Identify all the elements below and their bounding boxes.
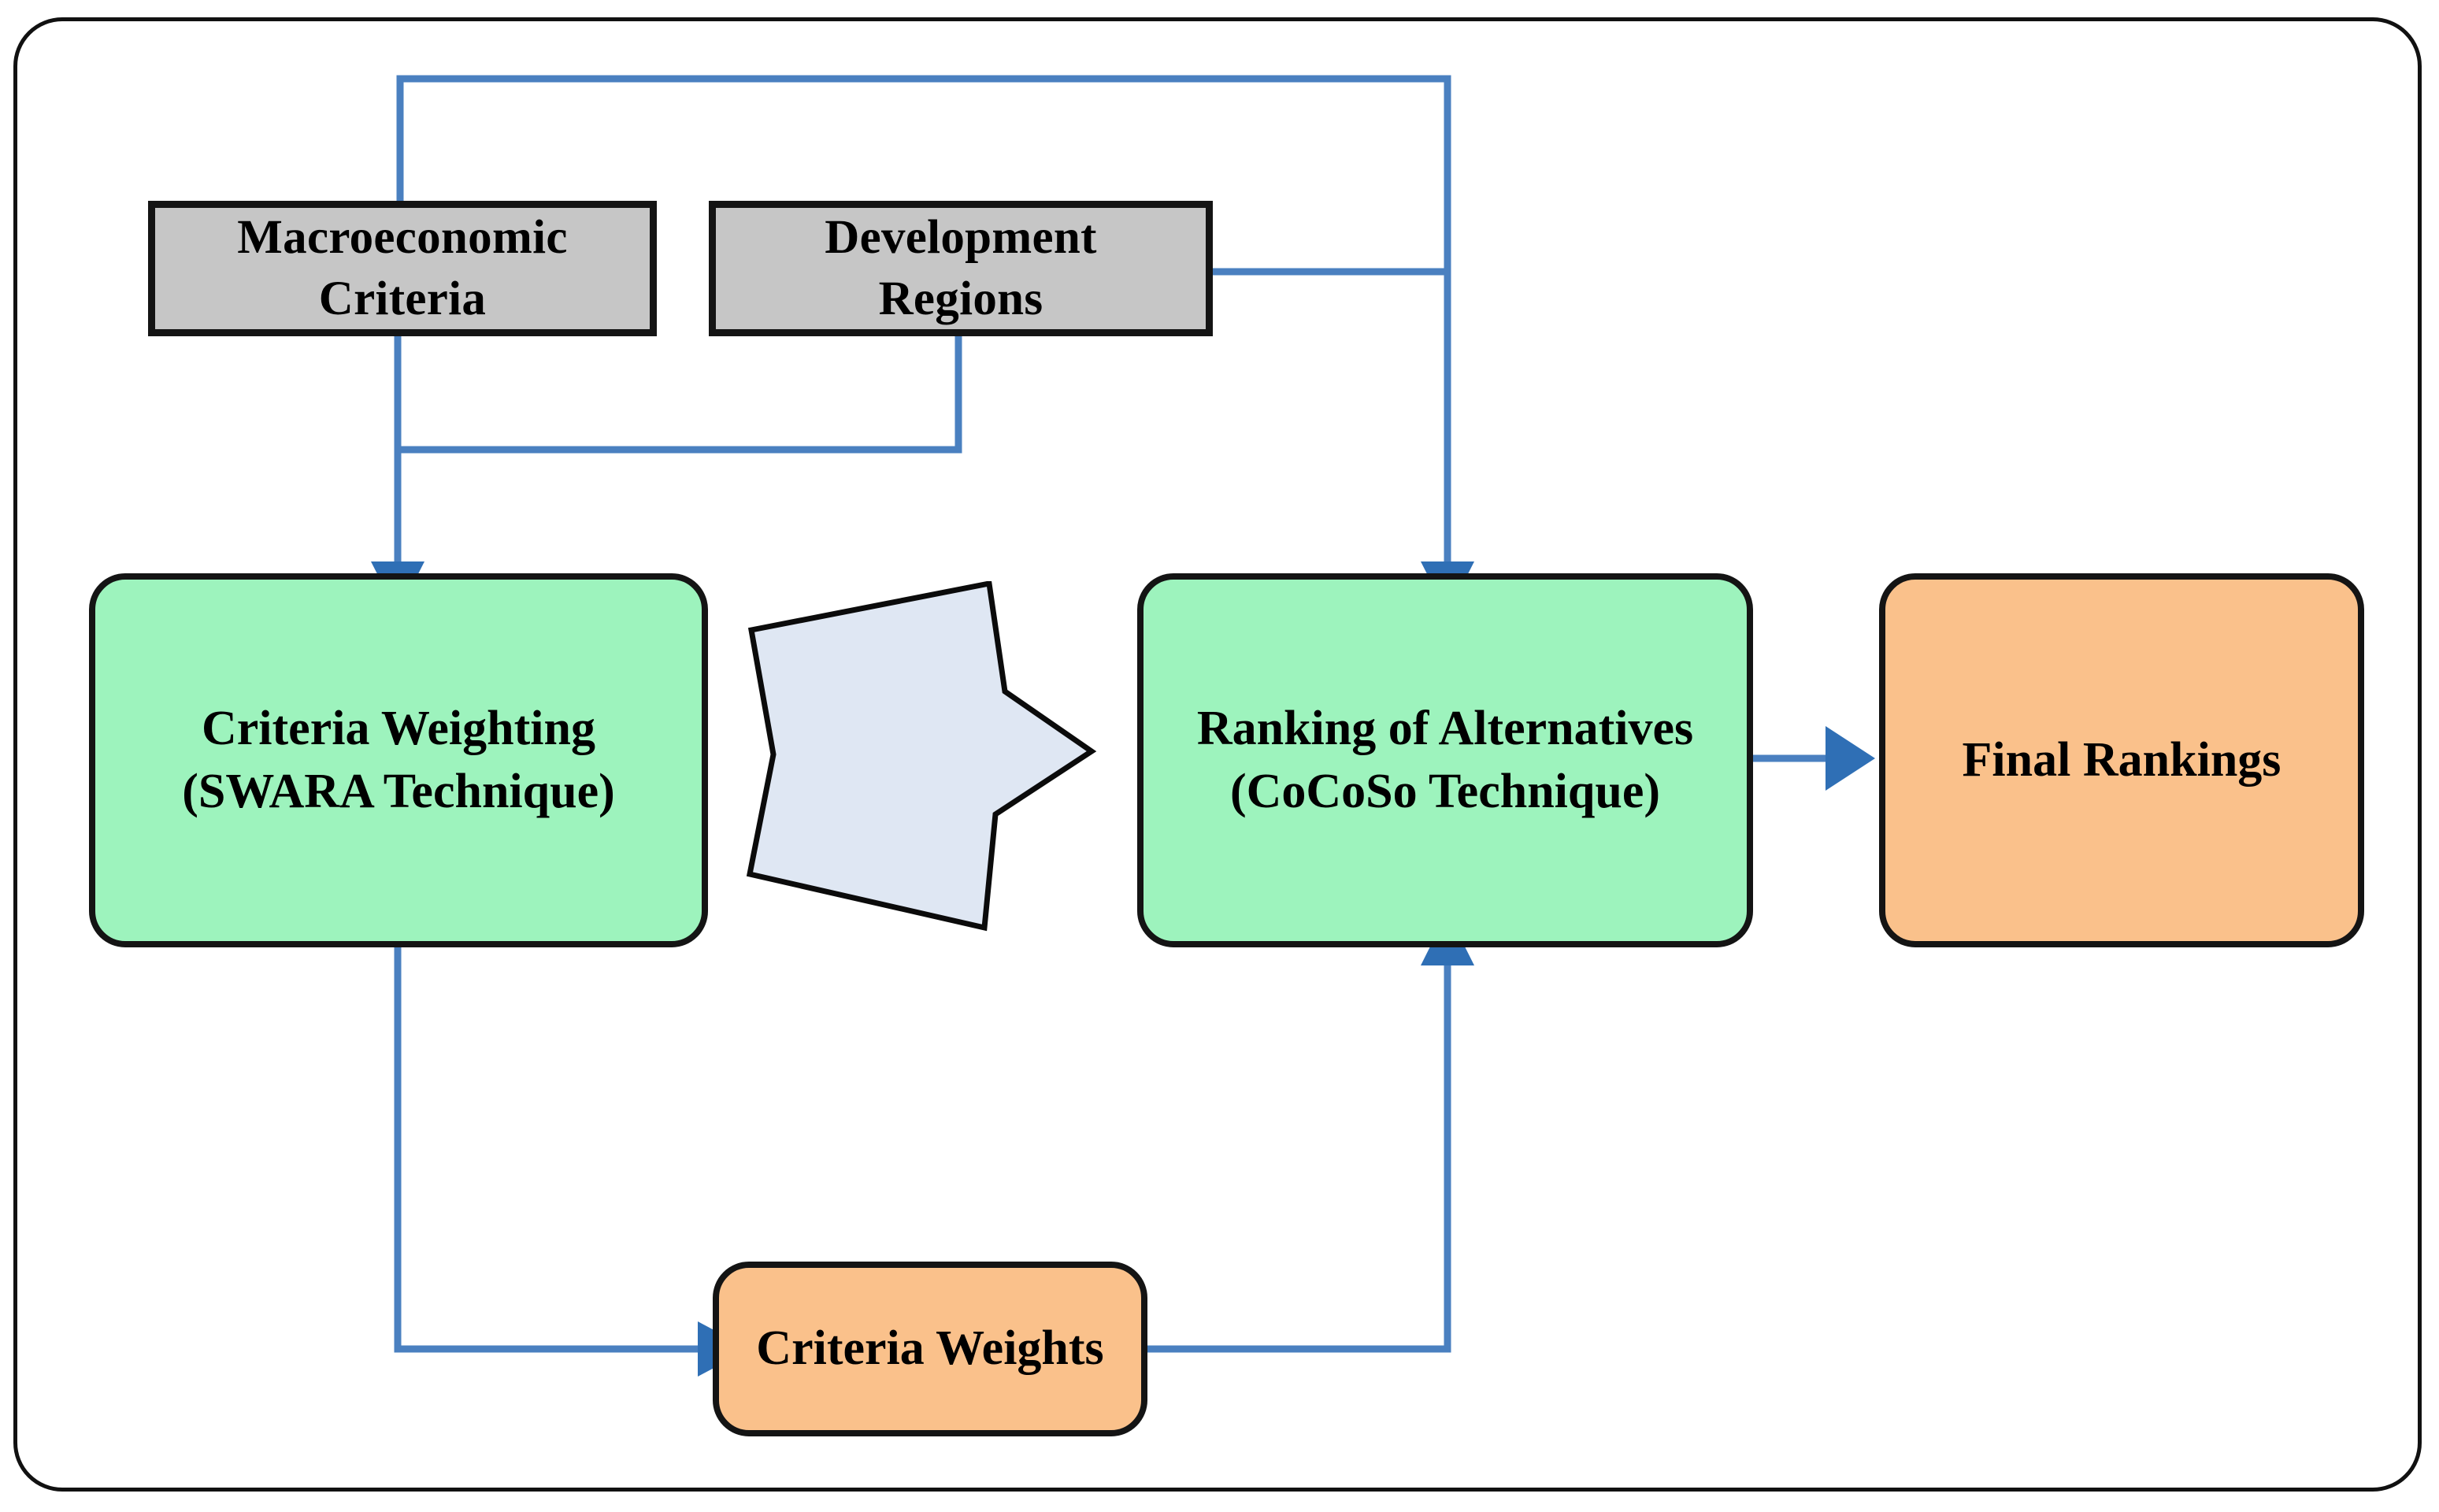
node-development-regions-label: Development Regions — [825, 210, 1097, 325]
node-macroeconomic-criteria[interactable]: Macroeconomic Criteria — [148, 201, 657, 336]
arrowhead-right-final — [1826, 726, 1875, 791]
node-criteria-weighting[interactable]: Criteria Weighting (SWARA Technique) — [89, 573, 708, 947]
diagram-outer-frame — [13, 17, 2422, 1492]
node-criteria-weights-label: Criteria Weights — [756, 1321, 1104, 1376]
node-criteria-weighting-label: Criteria Weighting (SWARA Technique) — [182, 702, 615, 818]
node-ranking-of-alternatives[interactable]: Ranking of Alternatives (CoCoSo Techniqu… — [1137, 573, 1753, 947]
node-macroeconomic-criteria-label: Macroeconomic Criteria — [237, 210, 568, 325]
node-final-rankings[interactable]: Final Rankings — [1879, 573, 2364, 947]
node-final-rankings-label: Final Rankings — [1962, 732, 2281, 787]
edge-macro-to-ranking — [396, 75, 1451, 569]
block-arrow-right-icon — [746, 581, 1097, 932]
edge-regions-to-weighting — [398, 336, 962, 454]
node-ranking-of-alternatives-label: Ranking of Alternatives (CoCoSo Techniqu… — [1196, 702, 1694, 818]
edge-weights-to-ranking — [1147, 958, 1451, 1353]
edge-weighting-to-weights — [394, 947, 707, 1353]
node-criteria-weights[interactable]: Criteria Weights — [713, 1262, 1147, 1436]
node-development-regions[interactable]: Development Regions — [709, 201, 1213, 336]
